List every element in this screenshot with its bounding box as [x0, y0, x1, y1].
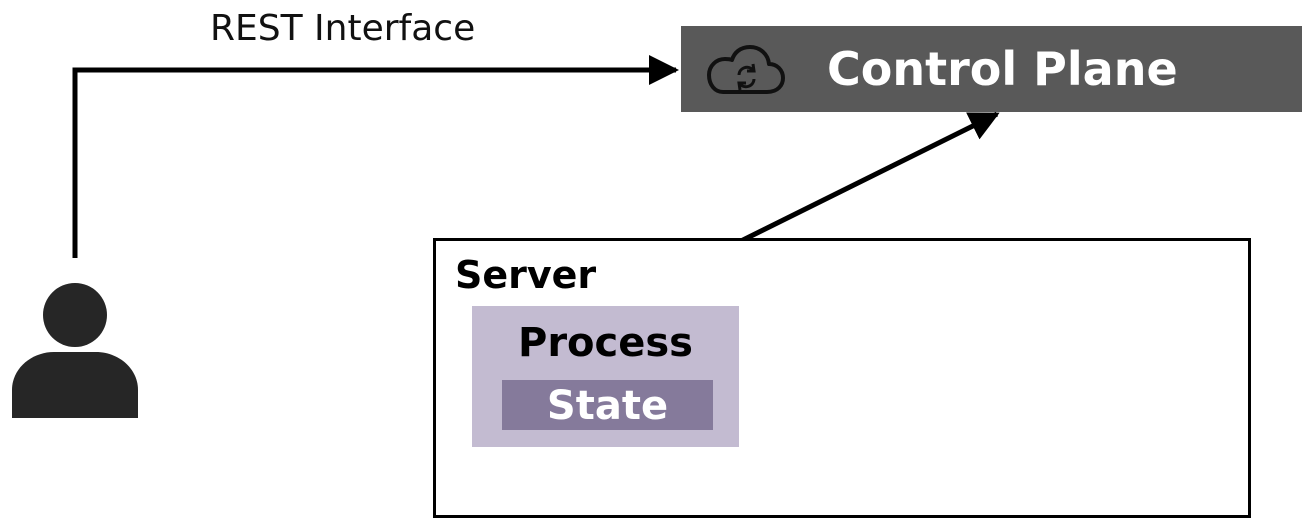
server-label: Server — [455, 253, 597, 297]
control-plane-node: Control Plane — [681, 26, 1302, 112]
process-node: Process State — [472, 306, 739, 447]
rest-interface-connector — [72, 55, 679, 258]
cloud-sync-icon — [707, 45, 785, 94]
user-icon — [12, 283, 138, 418]
state-label: State — [546, 383, 669, 429]
process-label: Process — [518, 320, 693, 366]
rest-interface-label: REST Interface — [210, 8, 476, 49]
control-plane-label: Control Plane — [827, 42, 1178, 96]
state-node: State — [502, 380, 713, 430]
